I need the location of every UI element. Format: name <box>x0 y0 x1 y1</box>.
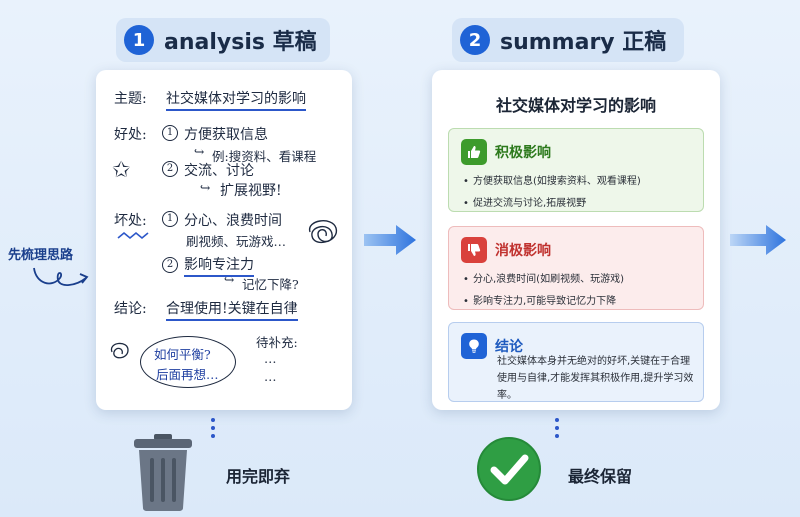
lightbulb-icon <box>461 333 487 359</box>
step1-title: analysis 草稿 <box>164 30 317 55</box>
step2-number: 2 <box>460 25 490 55</box>
negative-title: 消极影响 <box>495 243 551 259</box>
draft-con2-num: 2 <box>162 257 178 273</box>
scribble-doodle-icon <box>309 220 337 244</box>
bubble-line1: 如何平衡? <box>154 347 211 362</box>
draft-pro1: 方便获取信息 <box>184 127 268 143</box>
draft-con1-example: 刷视频、玩游戏… <box>186 234 287 249</box>
con2-arrow-icon: ↪ <box>224 272 235 287</box>
draft-con1-num: 1 <box>162 211 178 227</box>
conclusion-title: 结论 <box>495 339 523 355</box>
keep-label: 最终保留 <box>568 467 633 486</box>
draft-con2: 影响专注力 <box>184 254 254 277</box>
draft-topic-label: 主题: <box>114 91 147 107</box>
draft-card: 主题: 社交媒体对学习的影响 好处: 1 方便获取信息 ↪ 例:搜资料、看课程 … <box>96 70 352 410</box>
draft-conclusion-label: 结论: <box>114 301 147 317</box>
positive-item-1: 方便获取信息(如搜索资料、观看课程) <box>461 171 691 193</box>
bubble-line2: 后面再想… <box>156 367 219 382</box>
connector-dots-left <box>211 418 215 442</box>
side-note: 先梳理思路 <box>8 248 74 263</box>
draft-pro2-num: 2 <box>162 161 178 177</box>
thumbs-up-icon <box>461 139 487 165</box>
step1-header: 1 analysis 草稿 <box>116 18 330 62</box>
final-card: 社交媒体对学习的影响 积极影响 方便获取信息(如搜索资料、观看课程) 促进交流与… <box>432 70 720 410</box>
draft-todo-item-1: … <box>264 351 277 366</box>
draft-todo-item-2: … <box>264 369 277 384</box>
discard-label: 用完即弃 <box>226 467 291 486</box>
step2-header: 2 summary 正稿 <box>452 18 684 62</box>
conclusion-section: 结论 社交媒体本身并无绝对的好坏,关键在于合理使用与自律,才能发挥其积极作用,提… <box>448 322 704 402</box>
negative-item-1: 分心,浪费时间(如刷视频、玩游戏) <box>461 269 691 291</box>
draft-pro2-example: 扩展视野! <box>220 183 282 199</box>
draft-pro1-example: 例:搜资料、看课程 <box>212 149 317 164</box>
negative-section: 消极影响 分心,浪费时间(如刷视频、玩游戏) 影响专注力,可能导致记忆力下降 <box>448 226 704 313</box>
draft-cons-label: 坏处: <box>114 213 147 229</box>
trash-can-icon <box>134 434 192 511</box>
draft-pro1-num: 1 <box>162 125 178 141</box>
draft-pro2: 交流、讨论 <box>184 163 254 179</box>
negative-item-2: 影响专注力,可能导致记忆力下降 <box>461 291 691 313</box>
arrow-right-icon <box>364 225 416 255</box>
zigzag-doodle-icon <box>117 231 149 240</box>
connector-dots-right <box>555 418 559 442</box>
conclusion-text: 社交媒体本身并无绝对的好坏,关键在于合理使用与自律,才能发挥其积极作用,提升学习… <box>497 356 694 401</box>
positive-title: 积极影响 <box>495 145 551 161</box>
draft-conclusion: 合理使用!关键在自律 <box>166 298 298 321</box>
thought-bubble <box>140 336 236 388</box>
draft-con2-example: 记忆下降? <box>242 277 299 292</box>
arrow-right-icon-2 <box>730 225 786 255</box>
pro2-arrow-icon: ↪ <box>200 180 211 195</box>
draft-con1: 分心、浪费时间 <box>184 213 282 229</box>
thumbs-down-icon <box>461 237 487 263</box>
curly-arrow-icon <box>33 267 89 286</box>
checkmark-icon <box>477 437 541 501</box>
final-title: 社交媒体对学习的影响 <box>495 96 656 115</box>
draft-topic: 社交媒体对学习的影响 <box>166 88 306 111</box>
star-doodle-icon: ✩ <box>112 158 131 183</box>
draft-pros-label: 好处: <box>114 127 147 143</box>
step2-title: summary 正稿 <box>500 30 667 55</box>
draft-todo-label: 待补充: <box>256 335 298 350</box>
pro1-arrow-icon: ↪ <box>194 144 205 159</box>
small-scribble-icon <box>110 342 129 359</box>
positive-item-2: 促进交流与讨论,拓展视野 <box>461 193 691 215</box>
positive-section: 积极影响 方便获取信息(如搜索资料、观看课程) 促进交流与讨论,拓展视野 <box>448 128 704 215</box>
step1-number: 1 <box>124 25 154 55</box>
